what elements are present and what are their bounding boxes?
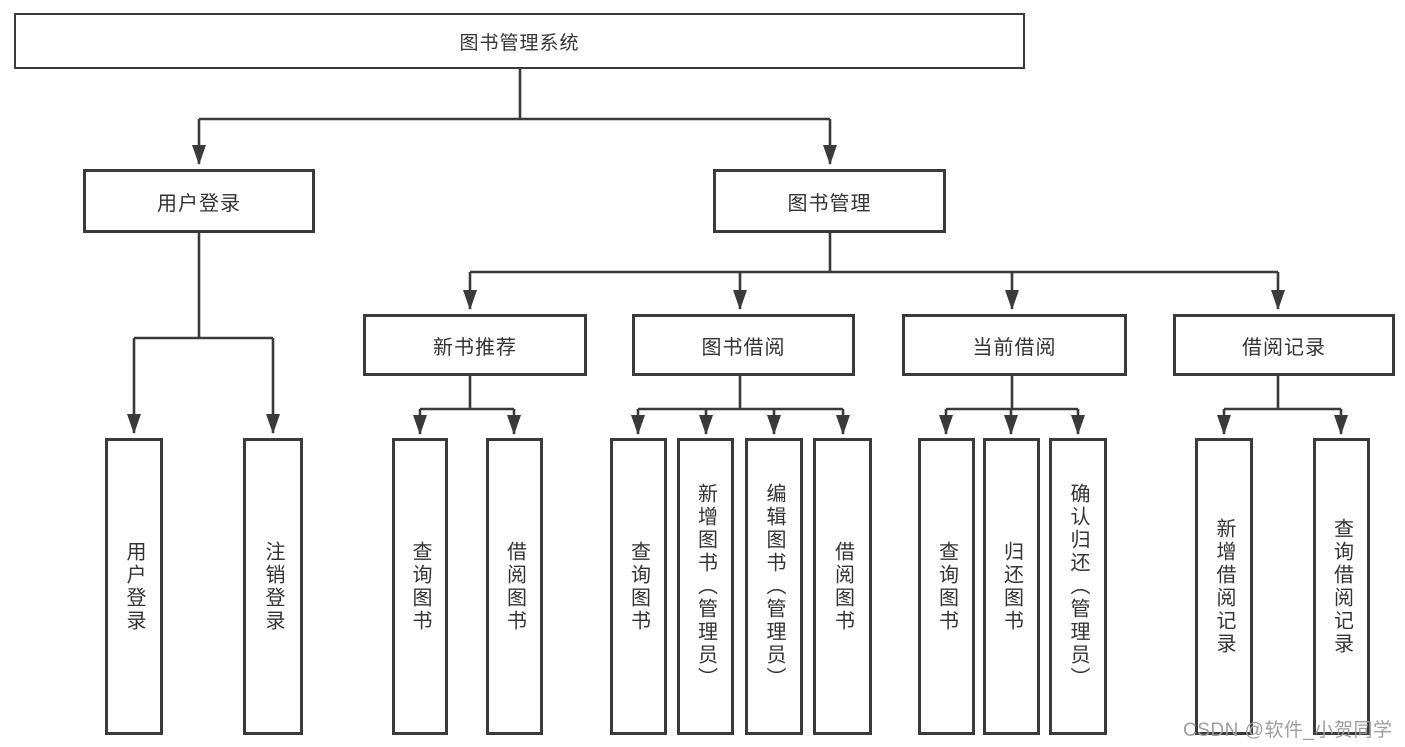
node-book-borrow: 图书借阅 (632, 314, 855, 376)
leaf-logout: 注销登录 (243, 438, 303, 735)
node-new-book-recommend: 新书推荐 (363, 314, 587, 376)
leaf-query-borrow-record: 查询借阅记录 (1313, 438, 1370, 735)
connector-book-borrow-trunk (638, 376, 843, 411)
connector-user-login-trunk (134, 233, 273, 340)
node-book-borrow-label: 图书借阅 (701, 336, 786, 359)
leaf-borrow-books-1-label: 借阅图书 (503, 540, 526, 633)
leaf-query-books-2: 查询图书 (610, 438, 667, 735)
node-current-borrow: 当前借阅 (902, 314, 1127, 376)
leaf-query-borrow-record-label: 查询借阅记录 (1330, 517, 1353, 656)
connector-current-borrow-trunk (946, 376, 1078, 411)
node-new-book-recommend-label: 新书推荐 (433, 336, 517, 359)
node-book-management-label: 图书管理 (787, 192, 872, 215)
leaf-edit-books-admin-label: 编辑图书（管理员） (763, 483, 785, 690)
leaf-return-books-label: 归还图书 (1000, 540, 1023, 633)
leaf-add-borrow-record-label: 新增借阅记录 (1213, 517, 1235, 656)
leaf-query-books-2-label: 查询图书 (627, 540, 650, 633)
connector-new-book-trunk (420, 376, 514, 411)
node-user-login-label: 用户登录 (157, 192, 241, 215)
node-book-management: 图书管理 (713, 169, 946, 233)
leaf-query-books-1-label: 查询图书 (409, 540, 431, 633)
node-root-label: 图书管理系统 (459, 32, 580, 54)
node-borrow-records: 借阅记录 (1173, 314, 1395, 376)
leaf-confirm-return-admin-label: 确认归还（管理员） (1067, 483, 1089, 690)
leaf-borrow-books-1: 借阅图书 (486, 438, 543, 735)
leaf-query-books-3-label: 查询图书 (935, 540, 958, 633)
leaf-borrow-books-2: 借阅图书 (813, 438, 872, 735)
node-borrow-records-label: 借阅记录 (1242, 336, 1326, 359)
node-user-login: 用户登录 (83, 169, 315, 233)
node-current-borrow-label: 当前借阅 (972, 336, 1057, 359)
node-root: 图书管理系统 (14, 13, 1025, 69)
leaf-return-books: 归还图书 (983, 438, 1040, 735)
leaf-add-books-admin-label: 新增图书（管理员） (694, 483, 717, 690)
leaf-add-borrow-record: 新增借阅记录 (1195, 438, 1253, 735)
leaf-add-books-admin: 新增图书（管理员） (677, 438, 734, 735)
connector-borrow-records-trunk (1224, 376, 1341, 411)
leaf-query-books-3: 查询图书 (918, 438, 975, 735)
leaf-logout-label: 注销登录 (262, 540, 284, 633)
connector-root-trunk (199, 69, 830, 121)
leaf-user-login-label: 用户登录 (123, 540, 145, 633)
connector-book-management-trunk (470, 233, 1278, 274)
leaf-borrow-books-2-label: 借阅图书 (831, 540, 854, 633)
csdn-watermark: CSDN @软件_小贺同学 (1183, 720, 1393, 741)
leaf-query-books-1: 查询图书 (392, 438, 448, 735)
leaf-edit-books-admin: 编辑图书（管理员） (745, 438, 803, 735)
leaf-user-login: 用户登录 (105, 438, 163, 735)
leaf-confirm-return-admin: 确认归还（管理员） (1049, 438, 1107, 735)
